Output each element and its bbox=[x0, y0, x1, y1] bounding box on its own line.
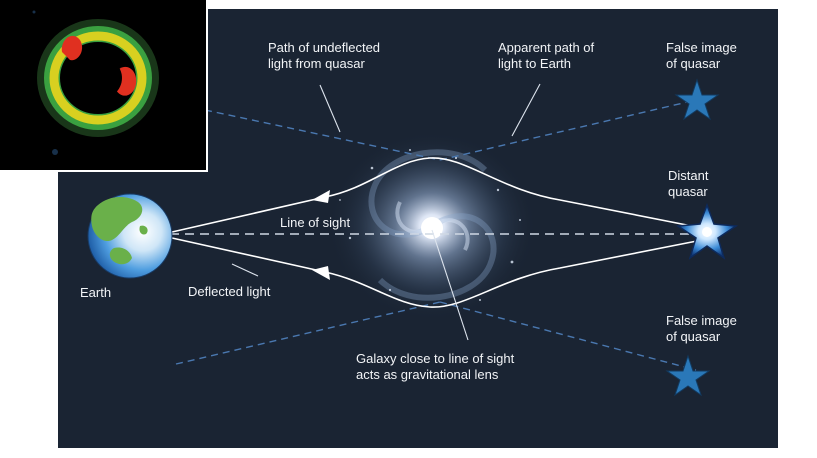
spiral-galaxy-icon bbox=[327, 131, 537, 321]
deflected-light-paths bbox=[171, 157, 703, 308]
label-undeflected-path: Path of undeflected light from quasar bbox=[268, 40, 381, 71]
label-distant-quasar: Distant quasar bbox=[668, 168, 709, 199]
leader-lines bbox=[231, 83, 541, 341]
star-icon-quasar bbox=[675, 202, 739, 260]
label-line-of-sight: Line of sight bbox=[280, 215, 351, 230]
apparent-path-lines bbox=[175, 99, 697, 371]
label-deflected-light: Deflected light bbox=[188, 284, 271, 299]
arrow-head-bottom bbox=[312, 266, 330, 280]
radio-ring-image bbox=[32, 10, 159, 155]
label-false-image-top: False image of quasar bbox=[666, 40, 737, 71]
star-icon-bottom bbox=[665, 354, 711, 397]
globe-icon bbox=[87, 193, 173, 279]
inset-image bbox=[0, 0, 208, 172]
label-apparent-path: Apparent path of light to Earth bbox=[498, 40, 595, 71]
label-galaxy-lens: Galaxy close to line of sight acts as gr… bbox=[356, 351, 515, 382]
star-icon-top bbox=[674, 78, 720, 121]
label-earth: Earth bbox=[80, 285, 112, 300]
label-false-image-bottom: False image of quasar bbox=[666, 313, 737, 344]
arrow-head-top bbox=[312, 190, 330, 203]
